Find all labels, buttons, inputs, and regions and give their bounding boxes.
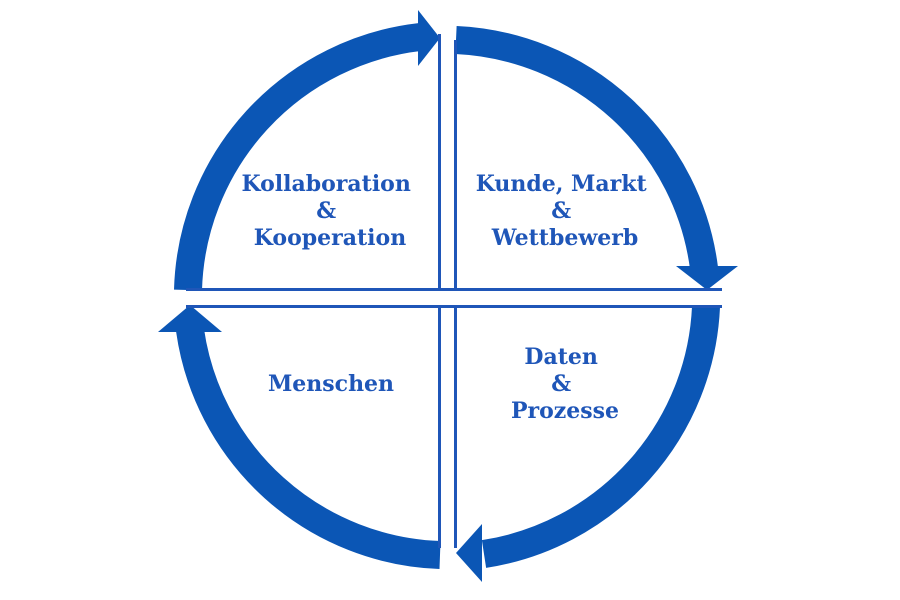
divider-vertical-top xyxy=(438,34,441,289)
quadrant-label-line: & xyxy=(551,371,571,397)
quadrant-label-top-left: Kollaboration & Kooperation xyxy=(241,171,418,251)
divider-horizontal-bottom xyxy=(186,305,722,308)
quadrant-label-line: Kunde, Markt xyxy=(476,171,648,197)
quadrant-label-bottom-right: Daten & Prozesse xyxy=(511,344,619,424)
quadrant-label-line: Kooperation xyxy=(254,225,406,251)
bottom-left-arc xyxy=(176,328,441,569)
quadrant-label-line: & xyxy=(316,198,336,224)
top-left-arrowhead xyxy=(418,10,440,66)
top-left-arc xyxy=(174,23,422,291)
divider-horizontal-top xyxy=(186,288,722,291)
quadrant-label-line: Daten xyxy=(524,344,598,370)
quadrant-label-line: Kollaboration xyxy=(241,171,410,197)
top-right-arrowhead xyxy=(676,266,738,290)
quadrant-label-line: Wettbewerb xyxy=(491,225,639,251)
quadrant-label-line: & xyxy=(551,198,571,224)
bottom-right-arrowhead xyxy=(456,524,482,582)
quadrant-label-line: Prozesse xyxy=(511,398,619,424)
bottom-left-arrowhead xyxy=(158,305,222,332)
top-right-arc xyxy=(455,26,718,270)
bottom-right-arc xyxy=(481,306,720,568)
quadrant-label-bottom-left: Menschen xyxy=(268,371,394,397)
divider-vertical-top-right xyxy=(454,40,457,290)
divider-vertical-bottom xyxy=(438,308,441,548)
quadrant-label-top-right: Kunde, Markt & Wettbewerb xyxy=(476,171,655,251)
divider-vertical-bottom-right xyxy=(454,308,457,548)
quadrant-label-line: Menschen xyxy=(268,371,394,397)
